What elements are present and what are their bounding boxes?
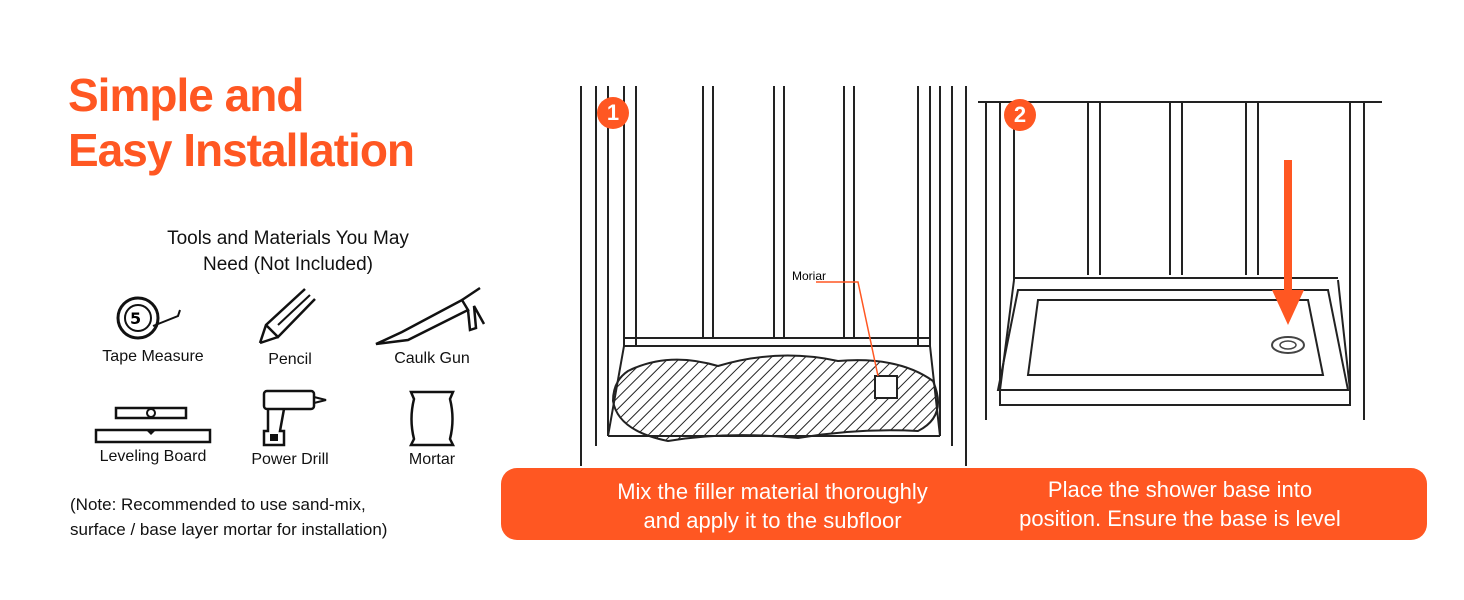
level-icon: [94, 406, 212, 444]
title-line-2: Easy Installation: [68, 124, 415, 176]
title-line-1: Simple and: [68, 69, 304, 121]
tool-label: Mortar: [408, 451, 456, 468]
tape-measure-icon: 5: [116, 296, 181, 340]
arrow-down-icon: [1272, 160, 1304, 325]
caption-line-1: Place the shower base into: [1047, 477, 1313, 502]
caulk-gun-icon: [375, 286, 486, 346]
tool-label: Pencil: [268, 351, 312, 368]
tool-label: Leveling Board: [99, 448, 207, 465]
mortar-callout: Moriar: [792, 269, 826, 283]
tool-label: Power Drill: [251, 451, 329, 468]
note-line-1: (Note: Recommended to use sand-mix,: [70, 495, 366, 514]
step-2-badge: 2: [1004, 99, 1036, 131]
mortar-note: (Note: Recommended to use sand-mix, surf…: [70, 492, 387, 542]
caption-line-1: Mix the filler material thoroughly: [617, 479, 928, 504]
drill-icon: [262, 389, 327, 447]
tools-heading-line-2: Need (Not Included): [202, 254, 374, 275]
step-1-illustration: Moriar: [580, 86, 967, 466]
page-title: Simple and Easy Installation: [68, 68, 415, 178]
svg-text:5: 5: [130, 309, 141, 328]
tool-tape-measure: 5 Tape Measure: [83, 288, 223, 366]
caption-line-2: and apply it to the subfloor: [643, 508, 902, 533]
pencil-icon: [258, 288, 316, 345]
note-line-2: surface / base layer mortar for installa…: [70, 520, 388, 539]
tools-heading-line-1: Tools and Materials You May: [167, 228, 409, 249]
tool-caulk-gun: Caulk Gun: [362, 286, 502, 368]
step-2-caption: Place the shower base into position. Ens…: [975, 475, 1385, 533]
tools-heading: Tools and Materials You May Need (Not In…: [120, 226, 456, 278]
tool-power-drill: Power Drill: [220, 389, 360, 469]
step-1-caption: Mix the filler material thoroughly and a…: [560, 477, 985, 535]
caption-line-2: position. Ensure the base is level: [1019, 506, 1341, 531]
caption-banner: [501, 468, 1427, 540]
tool-mortar: Mortar: [362, 389, 502, 469]
tool-pencil: Pencil: [220, 285, 360, 369]
step-2-illustration: [978, 101, 1382, 420]
step-1-badge: 1: [597, 97, 629, 129]
tool-label: Caulk Gun: [394, 350, 470, 367]
mortar-bag-icon: [408, 390, 456, 447]
tool-leveling-board: Leveling Board: [83, 398, 223, 466]
tool-label: Tape Measure: [102, 348, 204, 365]
